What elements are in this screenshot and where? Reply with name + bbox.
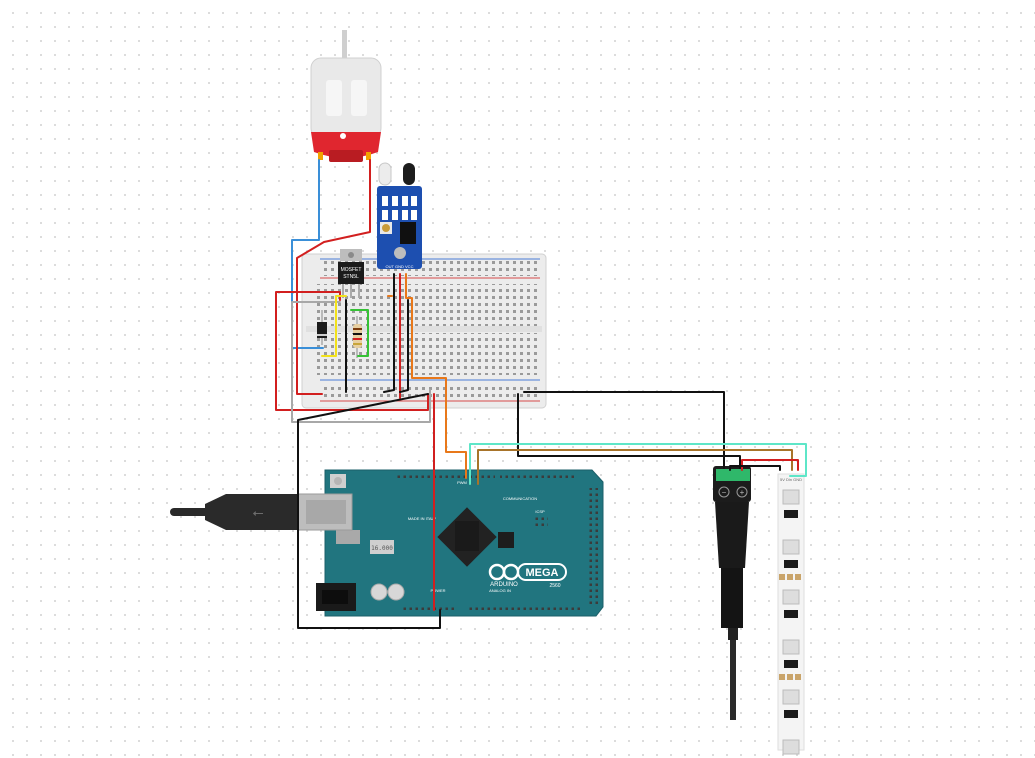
arduino-pwm-label: PWM (457, 480, 467, 485)
led-strip-segment (782, 739, 800, 755)
arduino-power-label: POWER (430, 588, 445, 593)
usb-cable: ⭠ (170, 493, 353, 531)
mosfet-stn5l: MOSFET STN5L (338, 249, 364, 298)
arduino-mega-board: 16.000 MEGA ARDUINO 2560 MADE IN ITALY C… (316, 469, 604, 617)
mosfet-label-1: MOSFET (341, 267, 362, 273)
arduino-sub-label: 2560 (549, 583, 560, 589)
led-strip-segment (782, 589, 800, 618)
arduino-digital-label: COMMUNICATION (503, 496, 537, 501)
led-strip-segment (782, 689, 800, 718)
svg-text:16.000: 16.000 (371, 545, 393, 552)
svg-text:−: − (722, 488, 727, 497)
arduino-logo (488, 563, 567, 581)
dc-motor (310, 30, 382, 162)
led-strip-segment (779, 639, 801, 680)
led-strip-segment (779, 539, 801, 580)
arduino-model-label: MEGA (526, 567, 559, 579)
diode (317, 310, 327, 345)
resistor (353, 316, 362, 358)
ir-sensor-module: OUT GND VCC (377, 162, 422, 269)
led-strip-segment (782, 489, 800, 518)
dc-jack-adapter: − + (713, 466, 751, 720)
svg-text:⭠: ⭠ (252, 504, 263, 520)
arduino-brand-label: ARDUINO (490, 582, 518, 588)
arduino-made-in: MADE IN ITALY (408, 516, 437, 521)
led-strip-label: 5V Din GND (780, 477, 802, 482)
wires (275, 159, 807, 629)
mosfet-label-2: STN5L (343, 274, 359, 280)
arduino-analog-label: ANALOG IN (489, 588, 511, 593)
arduino-icsp-label: ICSP (535, 509, 545, 514)
svg-text:+: + (740, 488, 745, 497)
ir-pin-label: OUT GND VCC (386, 264, 414, 269)
